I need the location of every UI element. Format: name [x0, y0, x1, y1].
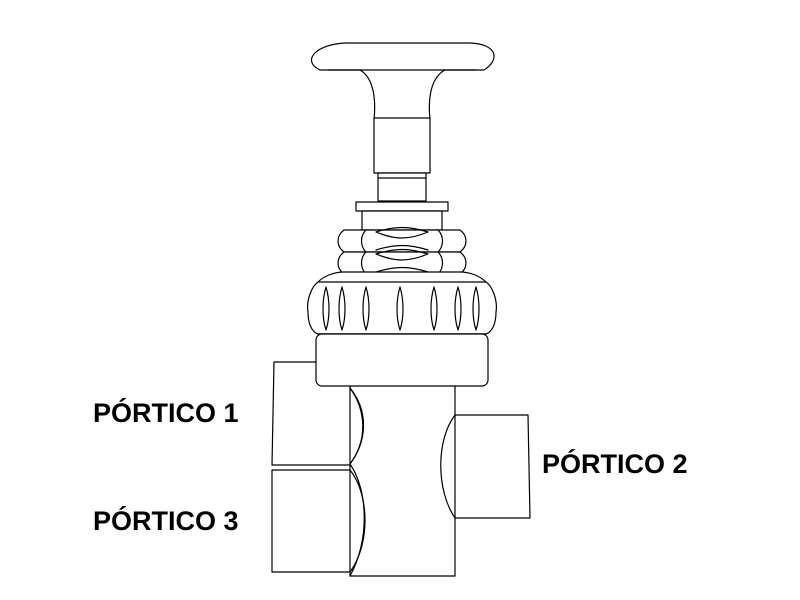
- knurled-bonnet-nut: [307, 271, 497, 335]
- port-2-label: PÓRTICO 2: [542, 449, 688, 479]
- bonnet: [315, 333, 489, 387]
- port-3-label: PÓRTICO 3: [93, 506, 239, 536]
- stem-collar: [355, 172, 449, 231]
- port-3: [271, 469, 366, 573]
- handle-knob: [310, 42, 495, 121]
- packing-nut: [337, 226, 467, 275]
- port-2: [440, 414, 531, 519]
- port-1-label: PÓRTICO 1: [93, 398, 239, 428]
- valve-body: [349, 385, 456, 577]
- stem: [373, 117, 431, 174]
- port-1: [271, 361, 365, 466]
